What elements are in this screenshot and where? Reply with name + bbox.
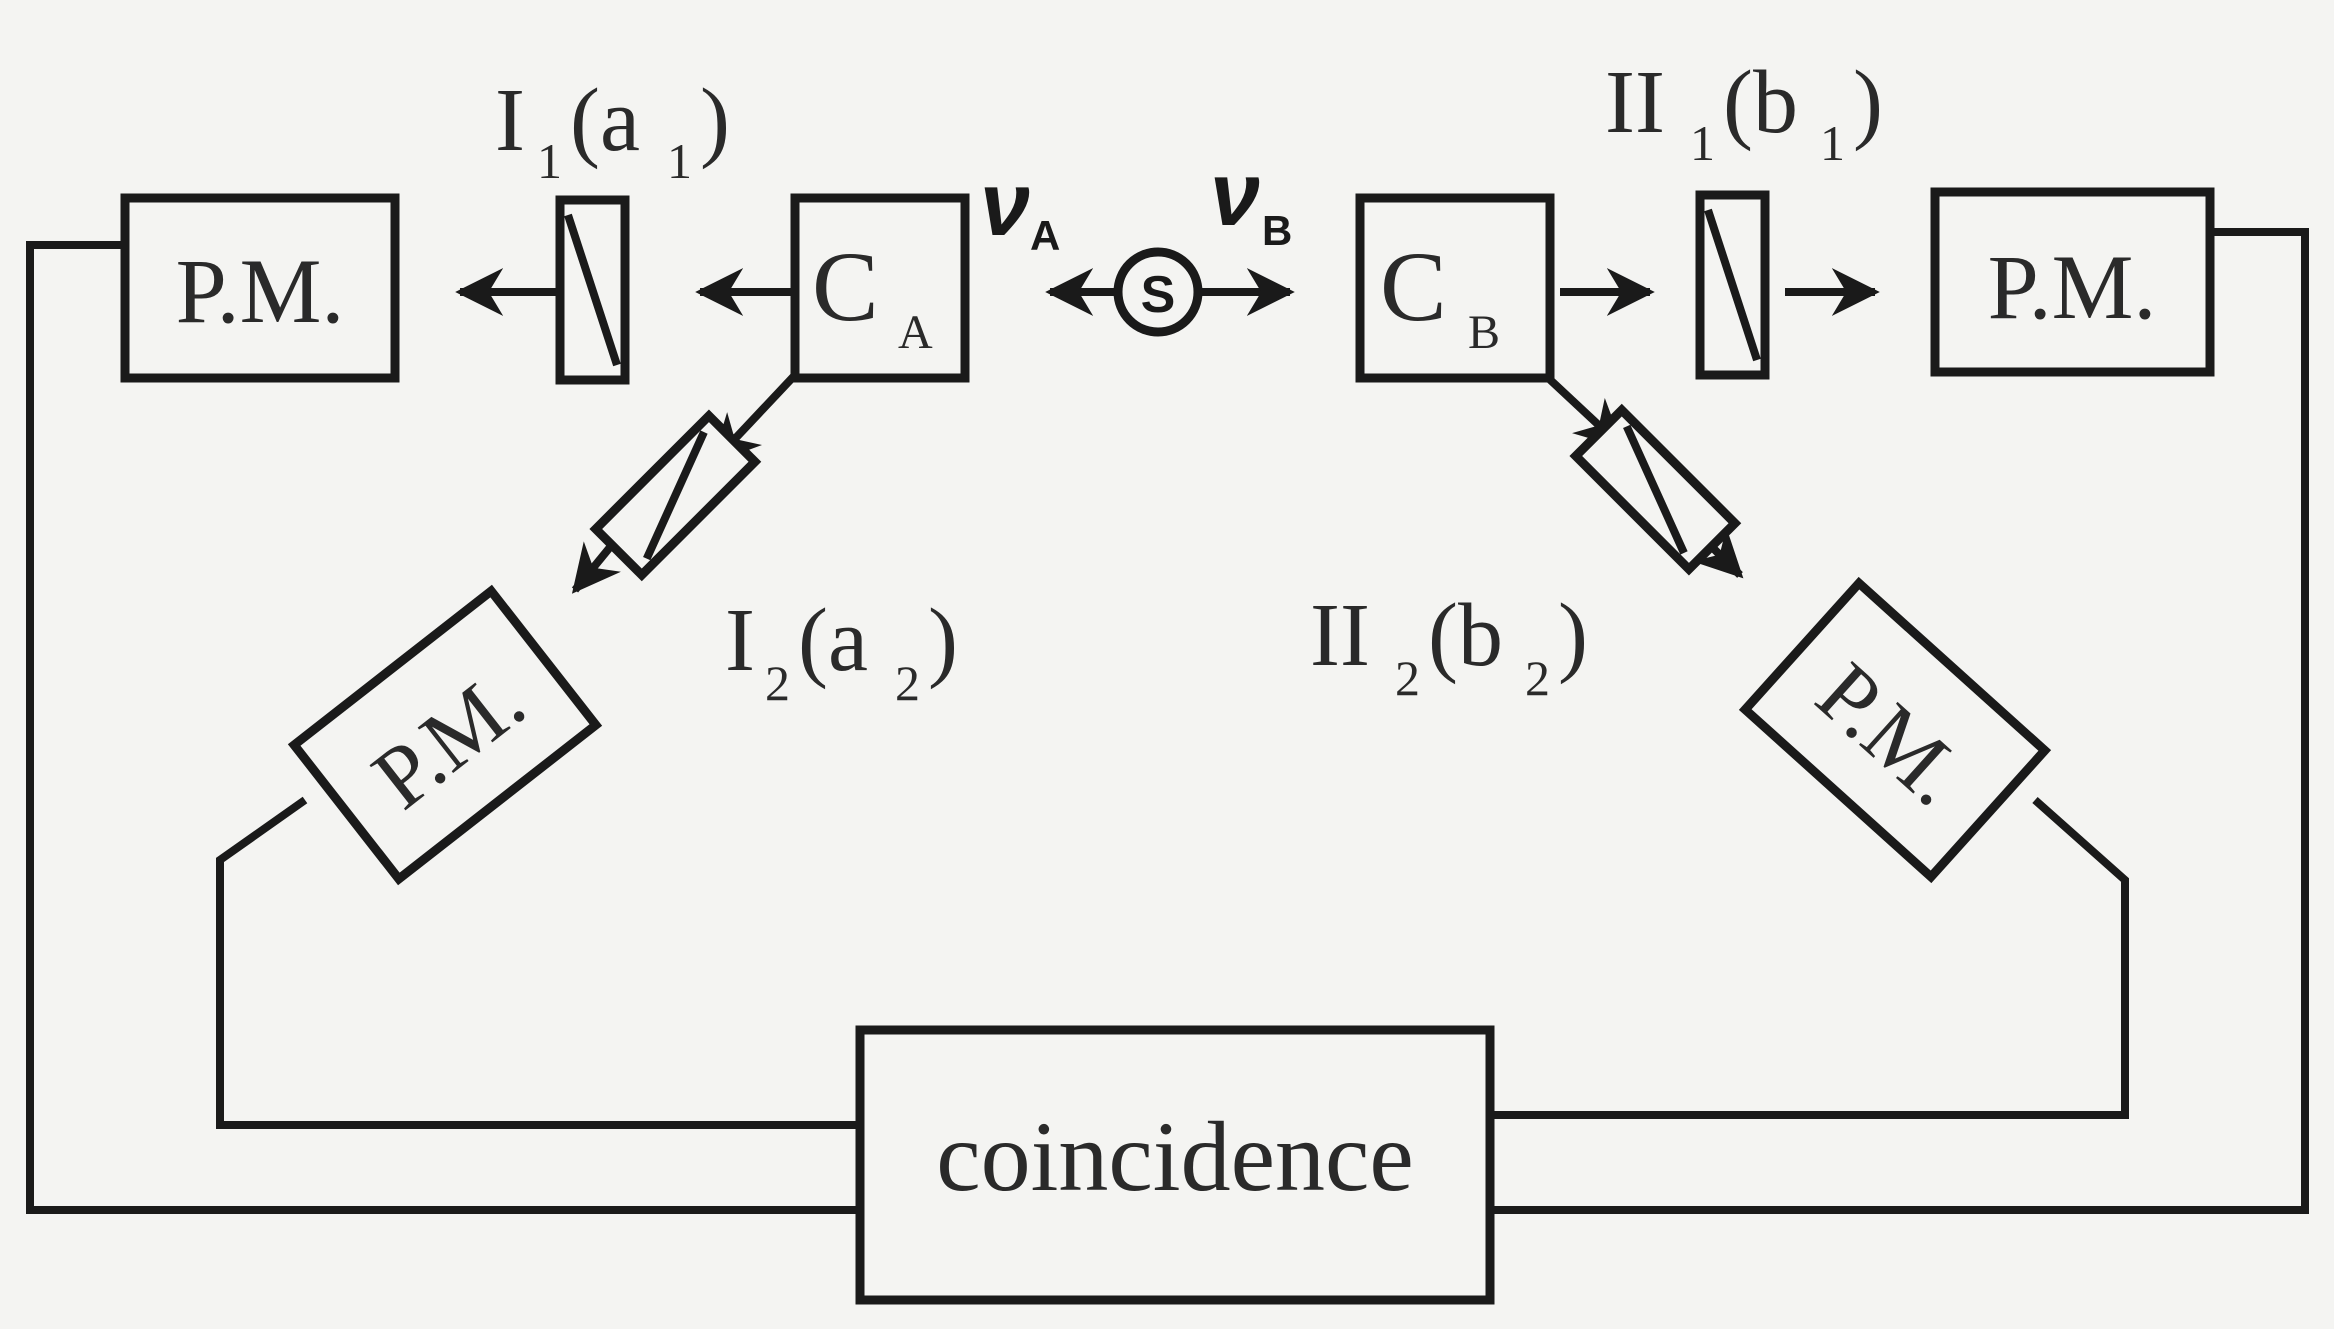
svg-text:ν: ν xyxy=(1210,145,1260,245)
svg-text:): ) xyxy=(928,591,958,690)
photomultiplier-lower-right: P.M. xyxy=(1738,576,2052,884)
svg-text:I: I xyxy=(725,591,755,690)
nu-a-label: ν A xyxy=(980,155,1060,259)
svg-text:A: A xyxy=(898,306,933,359)
svg-text:2: 2 xyxy=(1395,650,1420,706)
wire-top-right-pm xyxy=(1490,228,2309,1214)
svg-text:II: II xyxy=(1605,53,1665,152)
svg-text:1: 1 xyxy=(1820,115,1845,171)
polarizer-ii1 xyxy=(1695,190,1770,380)
svg-text:A: A xyxy=(1030,212,1060,259)
svg-text:2: 2 xyxy=(895,655,920,711)
svg-text:(b: (b xyxy=(1723,53,1798,152)
svg-text:B: B xyxy=(1262,207,1292,254)
coincidence-counter: coincidence xyxy=(855,1025,1495,1305)
wire-lower-left-pm xyxy=(216,796,860,1129)
svg-text:): ) xyxy=(1853,53,1883,152)
label-i1: I 1 (a 1 ) xyxy=(495,71,730,189)
polarizer-ii2 xyxy=(1569,403,1742,576)
svg-text:2: 2 xyxy=(765,655,790,711)
svg-text:ν: ν xyxy=(980,155,1030,255)
svg-text:2: 2 xyxy=(1525,650,1550,706)
calcite-a: C A xyxy=(790,193,970,383)
svg-text:I: I xyxy=(495,71,525,170)
svg-text:(a: (a xyxy=(570,71,640,170)
nu-b-label: ν B xyxy=(1210,145,1292,254)
svg-text:P.M.: P.M. xyxy=(1988,236,2157,338)
wire-lower-right-pm xyxy=(1490,797,2129,1119)
svg-text:): ) xyxy=(1558,586,1588,685)
svg-text:C: C xyxy=(1380,231,1447,342)
svg-text:(b: (b xyxy=(1428,586,1503,685)
label-i2: I 2 (a 2 ) xyxy=(725,591,958,711)
svg-text:): ) xyxy=(700,71,730,170)
svg-text:C: C xyxy=(812,231,879,342)
label-ii2: II 2 (b 2 ) xyxy=(1310,586,1588,706)
calcite-b: C B xyxy=(1355,193,1555,383)
svg-text:(a: (a xyxy=(798,591,868,690)
polarizer-i2 xyxy=(589,409,762,582)
svg-text:B: B xyxy=(1468,306,1500,359)
photomultiplier-top-left: P.M. xyxy=(120,193,400,383)
svg-text:1: 1 xyxy=(1690,115,1715,171)
svg-text:P.M.: P.M. xyxy=(176,240,345,342)
wire-top-left-pm xyxy=(26,241,860,1214)
svg-text:coincidence: coincidence xyxy=(936,1101,1414,1212)
svg-text:II: II xyxy=(1310,586,1370,685)
polarizer-i1 xyxy=(555,195,630,385)
photomultiplier-top-right: P.M. xyxy=(1930,187,2215,377)
source: S xyxy=(1113,247,1203,337)
photomultiplier-lower-left: P.M. xyxy=(287,584,603,886)
svg-text:1: 1 xyxy=(537,133,562,189)
svg-text:1: 1 xyxy=(667,133,692,189)
label-ii1: II 1 (b 1 ) xyxy=(1605,53,1883,171)
svg-text:S: S xyxy=(1141,266,1176,324)
